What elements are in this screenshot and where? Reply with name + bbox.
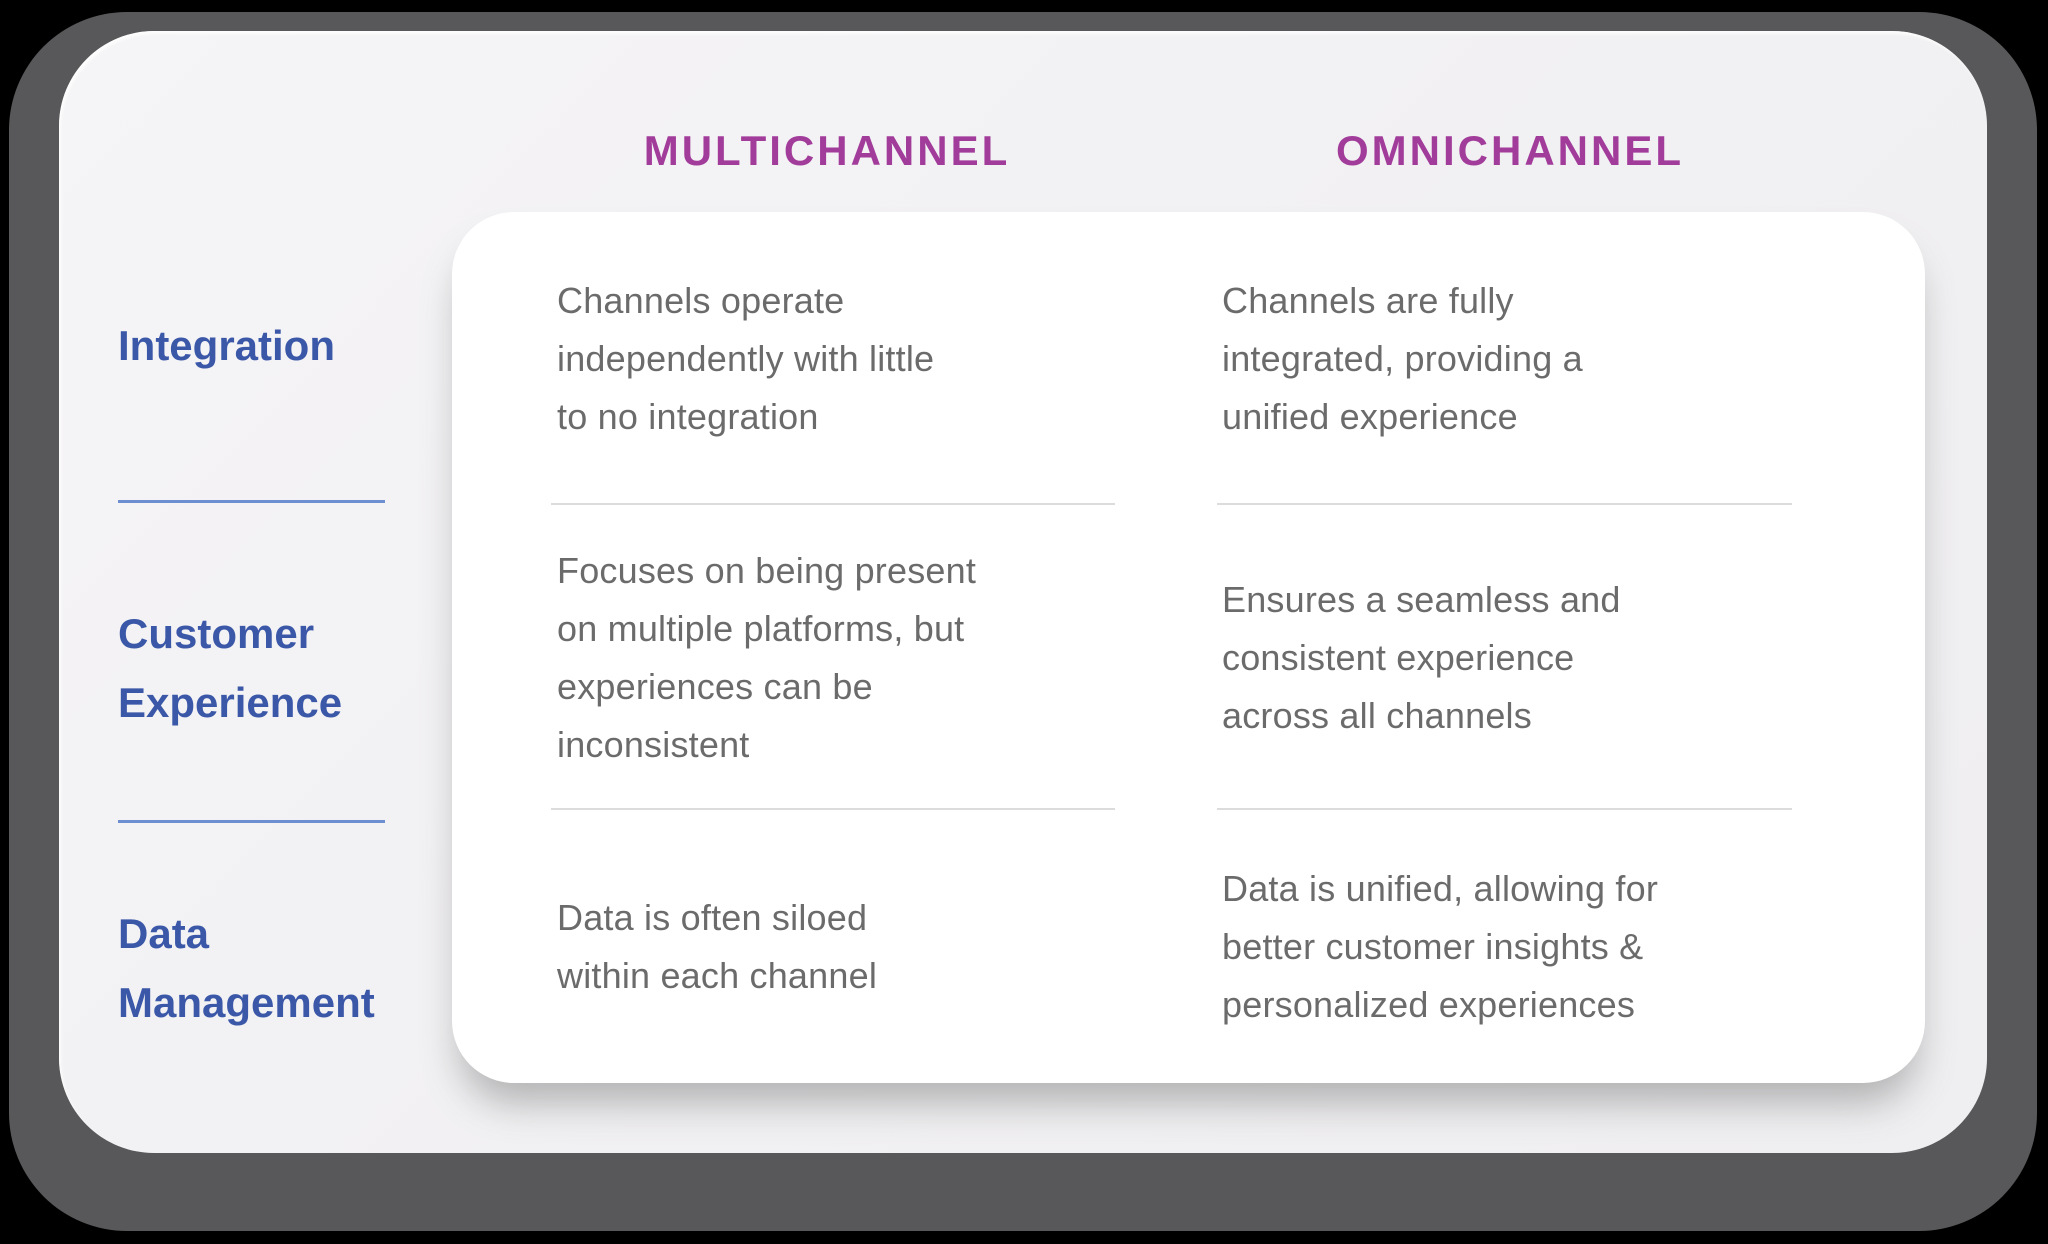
cell-divider	[1217, 503, 1792, 505]
column-header-omnichannel: OMNICHANNEL	[1336, 127, 1684, 174]
cell-customer-experience-multichannel: Focuses on being present on multiple pla…	[557, 549, 977, 765]
cell-customer-experience-omnichannel: Ensures a seamless and consistent experi…	[1222, 578, 1621, 736]
row-label-data-management: Data Management	[118, 910, 375, 1026]
row-label-customer-experience: Customer Experience	[118, 610, 343, 726]
label-divider-2	[118, 820, 385, 823]
table-body-card: Channels operate independently with litt…	[452, 212, 1925, 1083]
cell-divider	[1217, 808, 1792, 810]
cell-integration-omnichannel: Channels are fully integrated, providing…	[1222, 279, 1583, 437]
cell-data-management-multichannel: Data is often siloed within each channel	[557, 896, 878, 996]
cell-data-management-omnichannel: Data is unified, allowing for better cus…	[1222, 867, 1659, 1025]
label-divider-1	[118, 500, 385, 503]
cell-divider	[551, 808, 1115, 810]
column-header-multichannel: MULTICHANNEL	[643, 127, 1011, 174]
cell-divider	[551, 503, 1115, 505]
comparison-card: MULTICHANNEL OMNICHANNEL Integration Cus…	[59, 31, 1987, 1153]
row-label-integration: Integration	[118, 322, 335, 369]
cell-integration-multichannel: Channels operate independently with litt…	[557, 279, 935, 437]
